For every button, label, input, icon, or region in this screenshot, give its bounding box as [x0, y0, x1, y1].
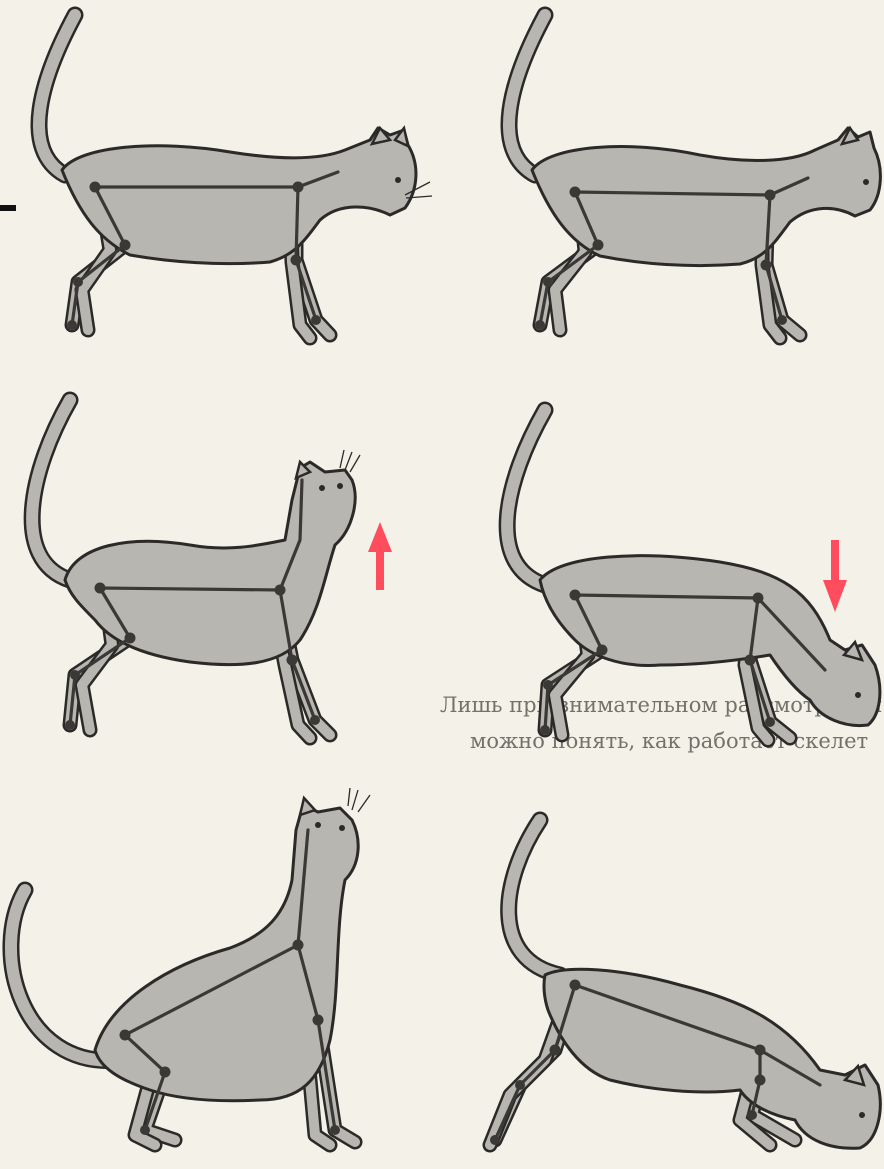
panel-head-lowered: [507, 410, 880, 740]
arrow-up-icon: [368, 522, 392, 590]
arrow-down-icon: [823, 540, 847, 612]
shoulder-joint: [293, 182, 304, 193]
panel-standing-1: [39, 15, 432, 338]
cat-body: [62, 128, 416, 264]
panel-head-raised: [32, 400, 392, 738]
panel-crouching: [490, 820, 880, 1148]
panel-sitting-up: [11, 788, 370, 1145]
bg-text-line-2: можно понять, как работает скелет: [470, 729, 868, 753]
eye: [395, 177, 401, 183]
margin-mark: [0, 205, 16, 211]
hip-joint: [90, 182, 101, 193]
panel-standing-2: [509, 15, 880, 338]
